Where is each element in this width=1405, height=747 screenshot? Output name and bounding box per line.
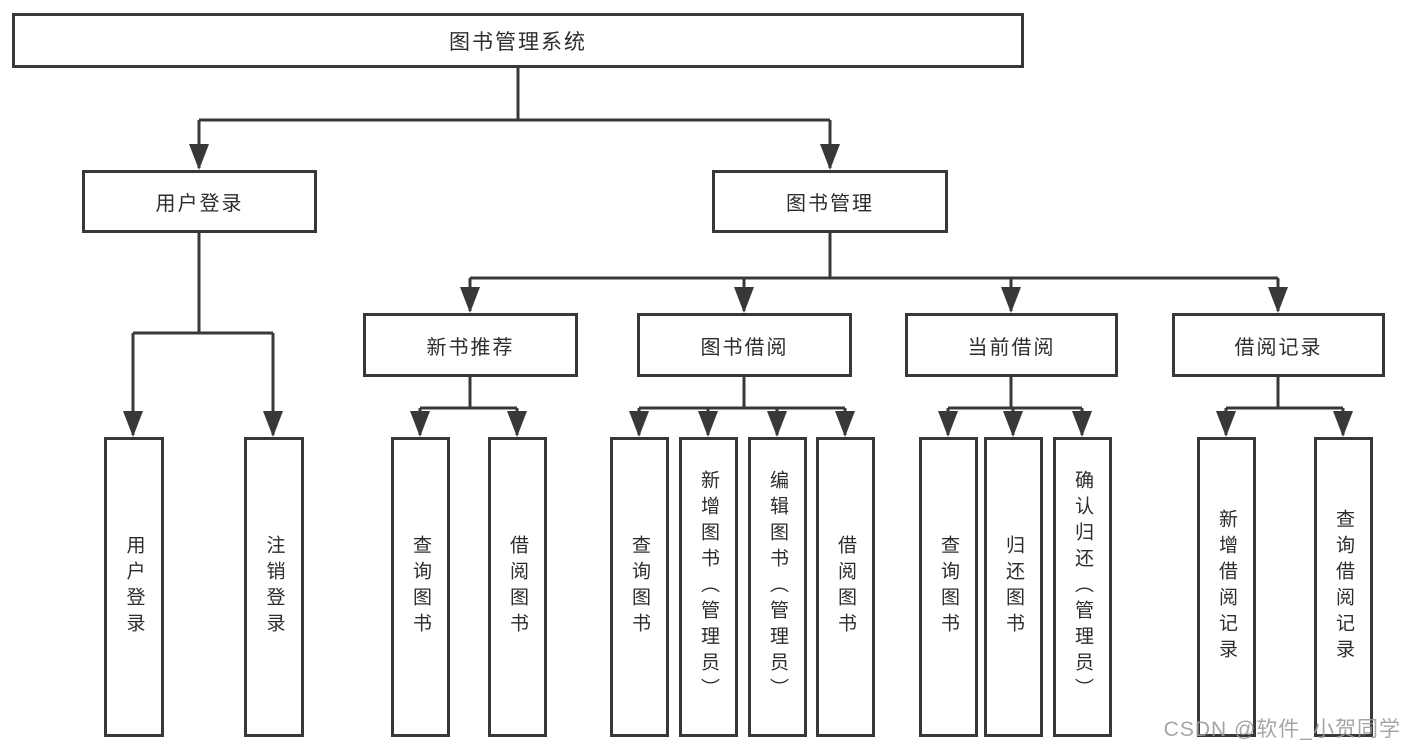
node-library-management-system: 图书管理系统 <box>12 13 1024 68</box>
leaf-user-login: 用户登录 <box>104 437 164 737</box>
node-user-login: 用户登录 <box>82 170 317 233</box>
node-book-management: 图书管理 <box>712 170 948 233</box>
leaf-borrow-add-books-admin: 新增图书（管理员） <box>679 437 738 737</box>
leaf-newbook-query-books: 查询图书 <box>391 437 450 737</box>
leaf-borrow-borrow-books: 借阅图书 <box>816 437 875 737</box>
leaf-borrow-query-books: 查询图书 <box>610 437 669 737</box>
leaf-current-query-books: 查询图书 <box>919 437 978 737</box>
leaf-logout: 注销登录 <box>244 437 304 737</box>
node-book-borrow: 图书借阅 <box>637 313 852 377</box>
node-new-book-recommend: 新书推荐 <box>363 313 578 377</box>
leaf-current-return-books: 归还图书 <box>984 437 1043 737</box>
leaf-newbook-borrow-books: 借阅图书 <box>488 437 547 737</box>
arrowheads <box>123 144 1353 437</box>
leaf-current-confirm-return-admin: 确认归还（管理员） <box>1053 437 1112 737</box>
leaf-borrow-edit-books-admin: 编辑图书（管理员） <box>748 437 807 737</box>
leaf-records-add-record: 新增借阅记录 <box>1197 437 1256 737</box>
node-borrow-records: 借阅记录 <box>1172 313 1385 377</box>
node-current-borrow: 当前借阅 <box>905 313 1118 377</box>
watermark: CSDN @软件_小贺同学 <box>1163 718 1401 741</box>
leaf-records-query-record: 查询借阅记录 <box>1314 437 1373 737</box>
